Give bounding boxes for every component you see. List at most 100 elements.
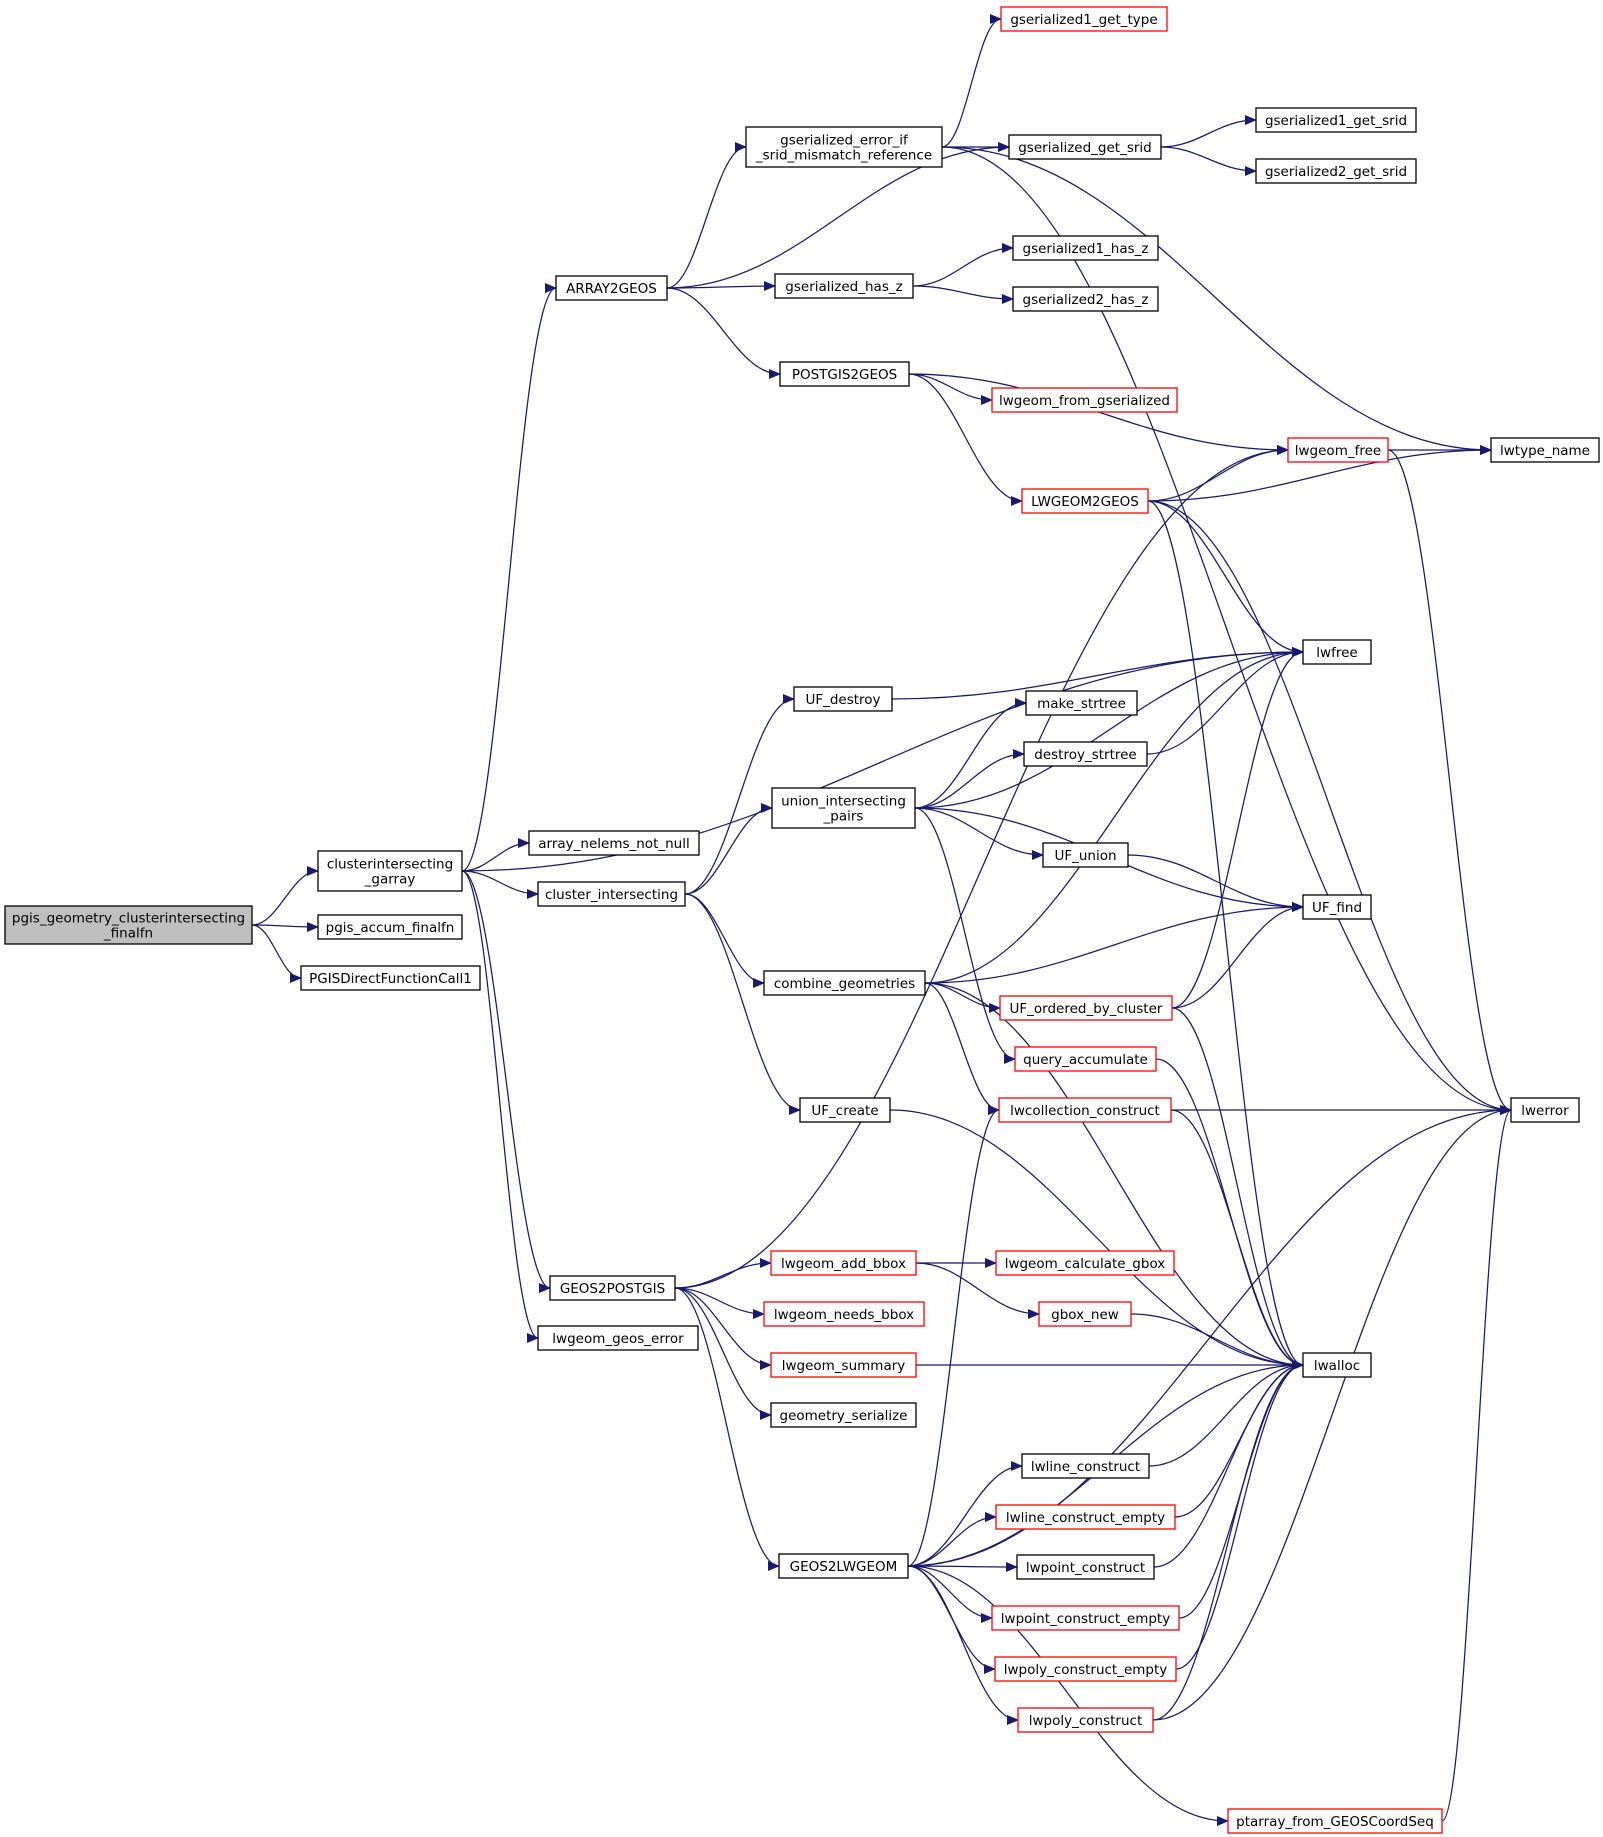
- edge-ci-to-ufc: [684, 893, 801, 1115]
- node-lsum[interactable]: lwgeom_summary: [770, 1352, 917, 1378]
- node-lge[interactable]: lwgeom_geos_error: [537, 1325, 699, 1351]
- node-box: [1025, 690, 1138, 716]
- edge-ufobc-to-lwfree: [1171, 647, 1304, 1009]
- edge-cg-to-lwfree: [924, 647, 1304, 984]
- edge-uip-to-qacc: [914, 807, 1016, 1064]
- edge-uip-to-lwfree: [914, 647, 1304, 809]
- node-lwfree[interactable]: lwfree: [1302, 639, 1372, 665]
- node-lab[interactable]: lwgeom_add_bbox: [770, 1250, 917, 1276]
- node-ci[interactable]: cluster_intersecting: [537, 881, 686, 907]
- node-lw2g[interactable]: LWGEOM2GEOS: [1021, 488, 1149, 514]
- node-box: [994, 1656, 1177, 1682]
- node-g2gs[interactable]: gserialized2_get_srid: [1255, 158, 1417, 184]
- node-label: gserialized1_has_z: [1023, 241, 1149, 257]
- node-lcg[interactable]: lwgeom_calculate_gbox: [995, 1250, 1175, 1276]
- node-cig[interactable]: clusterintersecting_garray: [317, 850, 463, 892]
- node-llc[interactable]: lwline_construct: [1021, 1453, 1150, 1479]
- edge-llce-to-lwalloc: [1174, 1360, 1304, 1518]
- node-box: [1008, 134, 1162, 160]
- node-label: lwerror: [1521, 1103, 1569, 1119]
- node-mst[interactable]: make_strtree: [1025, 690, 1138, 716]
- node-lpce[interactable]: lwpoint_construct_empty: [991, 1605, 1180, 1631]
- node-a2g[interactable]: ARRAY2GEOS: [555, 275, 668, 301]
- node-box: [4, 905, 253, 945]
- node-label: lwpoly_construct: [1029, 1713, 1143, 1729]
- node-lfg[interactable]: lwgeom_from_gserialized: [991, 387, 1178, 413]
- node-box: [1038, 1301, 1132, 1327]
- node-root[interactable]: pgis_geometry_clusterintersecting_finalf…: [4, 905, 253, 945]
- edge-lpoce-to-lwalloc: [1175, 1360, 1304, 1670]
- node-box: [763, 1301, 925, 1327]
- node-g1gs[interactable]: gserialized1_get_srid: [1255, 107, 1417, 133]
- node-label: lwpoint_construct_empty: [1001, 1611, 1170, 1627]
- node-paf[interactable]: pgis_accum_finalfn: [317, 914, 463, 940]
- node-anen[interactable]: array_nelems_not_null: [528, 830, 700, 856]
- node-box: [537, 1325, 699, 1351]
- edge-cig-to-lge: [461, 870, 539, 1343]
- edge-cig-to-g2p: [461, 870, 551, 1293]
- node-layer: pgis_geometry_clusterintersecting_finalf…: [4, 6, 1600, 1834]
- node-ltn[interactable]: lwtype_name: [1490, 437, 1600, 463]
- node-pfgcs[interactable]: ptarray_from_GEOSCoordSeq: [1227, 1808, 1443, 1834]
- edge-g2l-to-pfgcs: [907, 1565, 1229, 1826]
- node-gser[interactable]: geometry_serialize: [770, 1402, 917, 1428]
- edge-g2l-to-llce: [907, 1512, 997, 1567]
- node-uff[interactable]: UF_find: [1302, 894, 1372, 920]
- node-ggs[interactable]: gserialized_get_srid: [1008, 134, 1162, 160]
- node-ufd[interactable]: UF_destroy: [793, 686, 893, 712]
- node-ghz[interactable]: gserialized_has_z: [774, 273, 914, 299]
- node-g1hz[interactable]: gserialized1_has_z: [1012, 235, 1159, 261]
- edge-a2g-to-ggs: [666, 142, 1010, 289]
- node-ufobc[interactable]: UF_ordered_by_cluster: [999, 995, 1173, 1021]
- node-qacc[interactable]: query_accumulate: [1014, 1046, 1157, 1072]
- edge-g2p-to-g2l: [674, 1287, 780, 1571]
- node-label: gserialized2_has_z: [1023, 292, 1149, 308]
- node-label: gserialized_get_srid: [1018, 140, 1152, 156]
- node-geism[interactable]: gserialized_error_if_srid_mismatch_refer…: [745, 126, 943, 168]
- node-label: ptarray_from_GEOSCoordSeq: [1236, 1814, 1434, 1830]
- edge-g2l-to-lcc: [907, 1105, 1000, 1567]
- edge-cg-to-uff: [924, 902, 1304, 984]
- node-uip[interactable]: union_intersecting_pairs: [771, 787, 916, 829]
- node-box: [537, 881, 686, 907]
- node-box: [300, 965, 481, 991]
- node-pdfc[interactable]: PGISDirectFunctionCall1: [300, 965, 481, 991]
- node-label: lwgeom_calculate_gbox: [1005, 1256, 1166, 1272]
- node-g1gt[interactable]: gserialized1_get_type: [1000, 6, 1168, 32]
- node-label: lwfree: [1316, 645, 1357, 661]
- node-llce[interactable]: lwline_construct_empty: [995, 1504, 1176, 1530]
- node-lpoce[interactable]: lwpoly_construct_empty: [994, 1656, 1177, 1682]
- node-box: [1017, 1707, 1154, 1733]
- node-ufc[interactable]: UF_create: [799, 1097, 891, 1123]
- edge-cig-to-a2g: [461, 283, 557, 872]
- node-label: UF_find: [1312, 900, 1362, 916]
- node-label: gbox_new: [1051, 1307, 1119, 1323]
- node-dst[interactable]: destroy_strtree: [1023, 741, 1148, 767]
- node-ufu[interactable]: UF_union: [1042, 842, 1129, 868]
- node-lnb[interactable]: lwgeom_needs_bbox: [763, 1301, 925, 1327]
- edge-uip-to-dst: [914, 749, 1025, 809]
- node-p2g[interactable]: POSTGIS2GEOS: [779, 361, 910, 387]
- node-lpoc[interactable]: lwpoly_construct: [1017, 1707, 1154, 1733]
- node-lcc[interactable]: lwcollection_construct: [998, 1097, 1172, 1123]
- node-g2l[interactable]: GEOS2LWGEOM: [778, 1553, 909, 1579]
- node-lgf[interactable]: lwgeom_free: [1287, 437, 1389, 463]
- node-box: [770, 1352, 917, 1378]
- edge-ci-to-cg: [684, 893, 765, 988]
- node-label: LWGEOM2GEOS: [1031, 494, 1139, 510]
- node-g2hz[interactable]: gserialized2_has_z: [1012, 286, 1159, 312]
- node-box: [1287, 437, 1389, 463]
- edge-a2g-to-geism: [666, 142, 747, 289]
- node-lpc[interactable]: lwpoint_construct: [1016, 1554, 1155, 1580]
- edge-lw2g-to-ltn: [1147, 445, 1492, 502]
- edge-layer: [251, 14, 1512, 1826]
- node-lwerror[interactable]: lwerror: [1510, 1097, 1580, 1123]
- node-label: lwgeom_summary: [782, 1358, 906, 1374]
- node-box: [1012, 235, 1159, 261]
- node-box: [1302, 894, 1372, 920]
- node-gbn[interactable]: gbox_new: [1038, 1301, 1132, 1327]
- node-label: gserialized_has_z: [785, 279, 902, 295]
- node-lwalloc[interactable]: lwalloc: [1302, 1352, 1372, 1378]
- node-g2p[interactable]: GEOS2POSTGIS: [549, 1275, 676, 1301]
- node-cg[interactable]: combine_geometries: [763, 970, 926, 996]
